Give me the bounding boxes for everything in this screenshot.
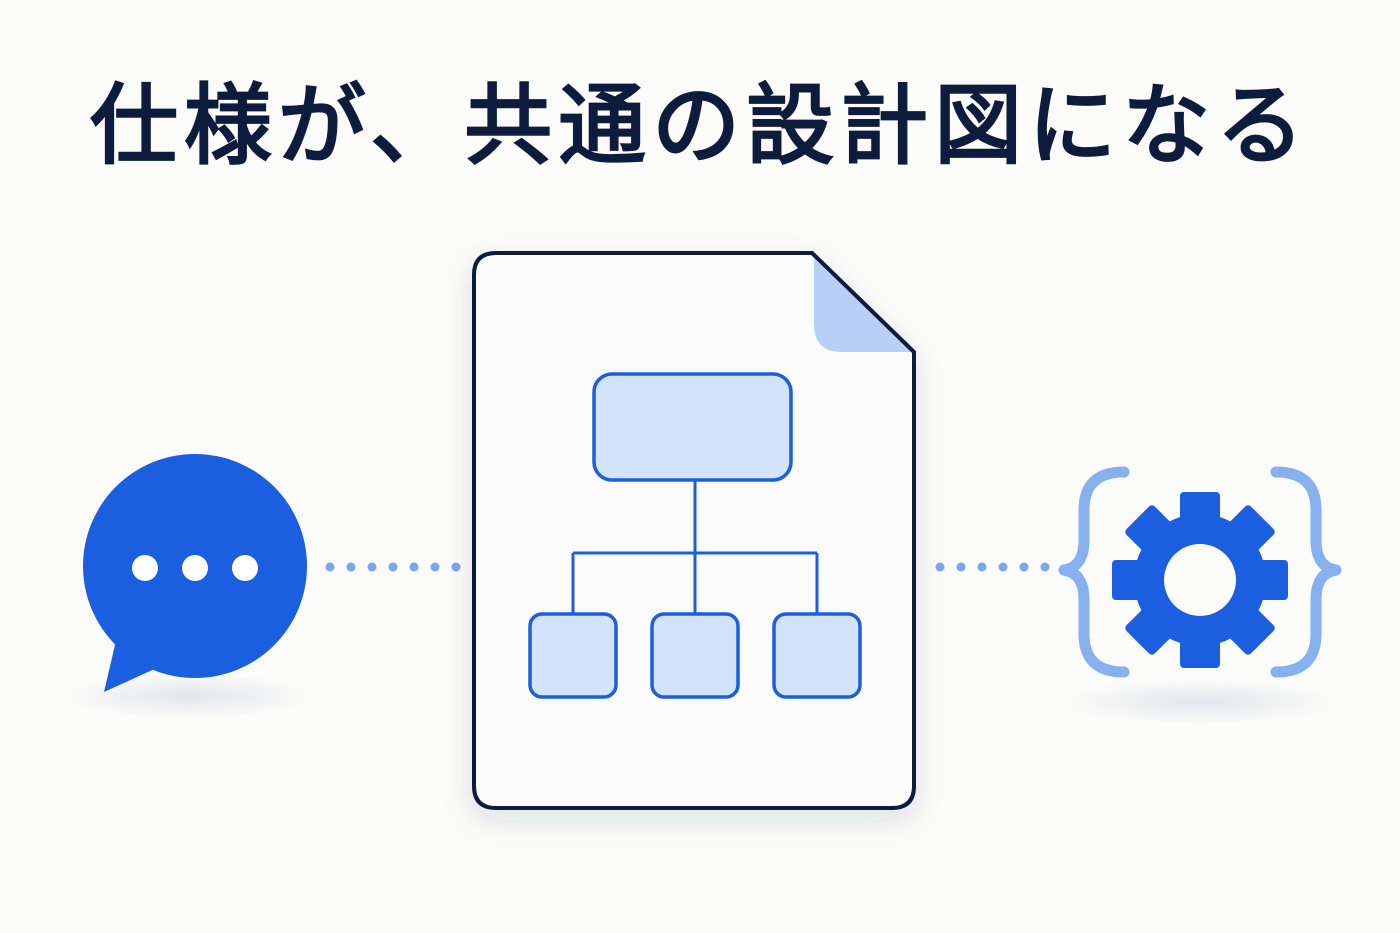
org-chart-top-box <box>592 372 793 482</box>
gear-icon <box>1112 492 1288 668</box>
chat-ground-shadow <box>63 674 313 718</box>
chat-bubble-icon <box>83 454 307 692</box>
left-brace <box>1058 466 1130 678</box>
code-gear-icon <box>1058 466 1342 678</box>
document-org-chart-icon <box>472 251 916 810</box>
chat-dot-2 <box>182 555 208 581</box>
org-chart-connectors <box>571 480 819 614</box>
gear-ground-shadow <box>1065 680 1335 724</box>
gear-hole <box>1164 544 1236 616</box>
chat-dot-3 <box>232 555 258 581</box>
org-chart-child-box-2 <box>650 612 740 699</box>
right-brace <box>1270 466 1342 678</box>
org-chart-child-box-1 <box>528 612 618 699</box>
right-dotted-connector <box>935 562 1050 572</box>
chat-dot-1 <box>132 555 158 581</box>
headline: 仕様が、共通の設計図になる <box>89 74 1311 177</box>
org-chart-child-box-3 <box>772 612 862 699</box>
left-dotted-connector <box>325 562 461 572</box>
